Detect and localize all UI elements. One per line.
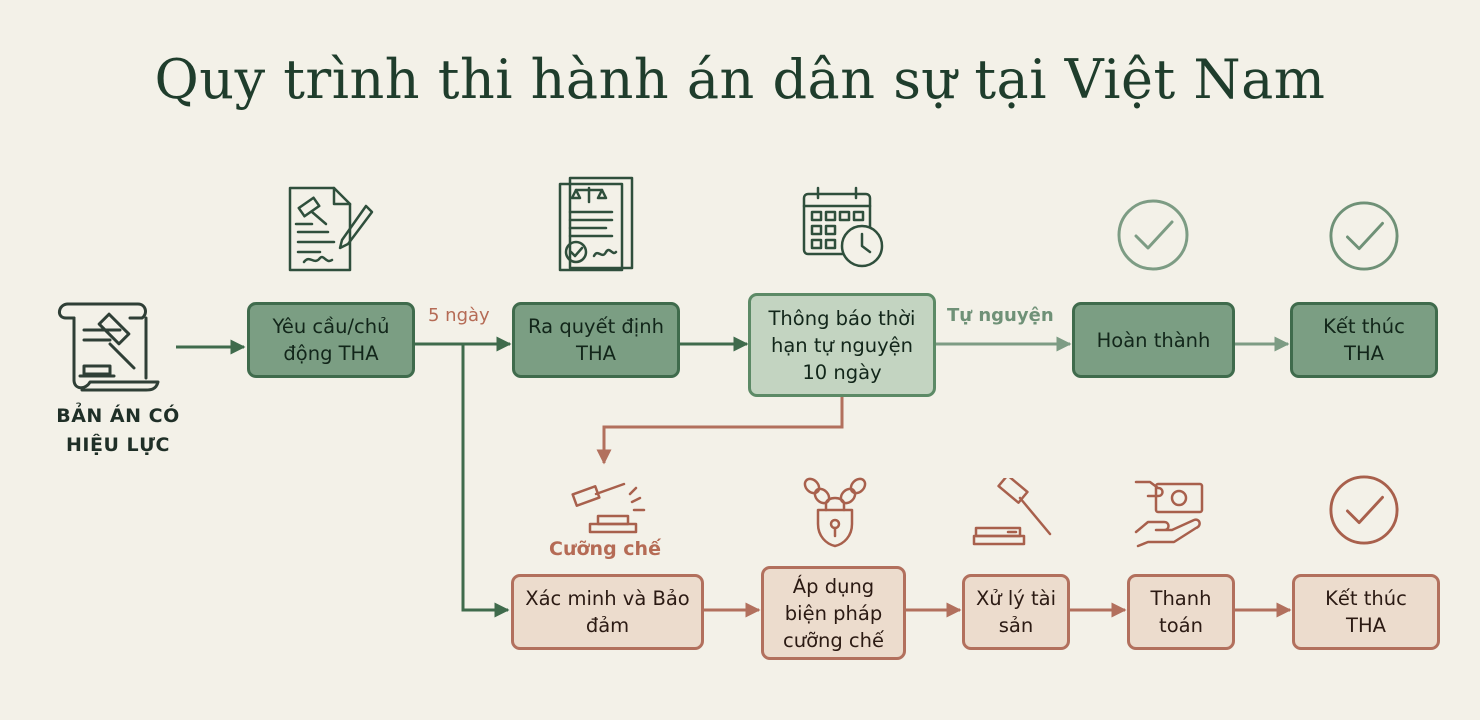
step-complete-box: Hoàn thành: [1072, 302, 1235, 378]
coercion-label: Cưỡng chế: [549, 538, 661, 560]
page-title: Quy trình thi hành án dân sự tại Việt Na…: [154, 48, 1326, 111]
step-complete-label: Hoàn thành: [1096, 328, 1211, 352]
gavel-block-icon: [972, 478, 1052, 546]
arrow-notice-to-coercion: [596, 396, 844, 465]
hand-money-icon: [1134, 480, 1204, 548]
step-notice-box: Thông báo thời hạn tự nguyện 10 ngày: [748, 293, 936, 397]
check-circle-icon: [1329, 201, 1399, 271]
step-assets-label: Xử lý tài sản: [975, 587, 1057, 637]
step-decision-box: Ra quyết định THA: [512, 302, 680, 378]
step-assets-box: Xử lý tài sản: [962, 574, 1070, 650]
check-circle-icon: [1117, 199, 1189, 271]
step-verify-box: Xác minh và Bảo đảm: [511, 574, 704, 650]
step-end-box: Kết thúc THA: [1290, 302, 1438, 378]
chain-padlock-icon: [803, 477, 867, 548]
step-request-box: Yêu cầu/chủ động THA: [247, 302, 415, 378]
step-request-label: Yêu cầu/chủ động THA: [272, 315, 390, 365]
step-payment-label: Thanh toán: [1150, 587, 1212, 637]
edge-label-voluntary: Tự nguyện: [947, 305, 1054, 326]
step-end-bottom-label: Kết thúc THA: [1325, 587, 1407, 637]
calendar-clock-icon: [802, 186, 884, 268]
step-payment-box: Thanh toán: [1127, 574, 1235, 650]
check-circle-icon: [1329, 475, 1399, 545]
step-notice-label: Thông báo thời hạn tự nguyện 10 ngày: [768, 306, 916, 384]
edge-label-5-days: 5 ngày: [428, 305, 490, 326]
scales-document-seal-icon: [558, 176, 634, 272]
start-label: BẢN ÁN CÓ HIỆU LỰC: [56, 405, 180, 456]
gavel-strike-icon: [571, 482, 646, 534]
step-decision-label: Ra quyết định THA: [528, 315, 664, 365]
judgment-scroll-gavel-icon: [58, 302, 160, 392]
step-apply-coercion-box: Áp dụng biện pháp cưỡng chế: [761, 566, 906, 660]
document-gavel-pen-icon: [288, 186, 374, 272]
step-end-bottom-box: Kết thúc THA: [1292, 574, 1440, 650]
step-end-label: Kết thúc THA: [1323, 315, 1405, 365]
arrow-request-to-verify: [461, 344, 510, 618]
step-apply-coercion-label: Áp dụng biện pháp cưỡng chế: [782, 574, 885, 652]
step-verify-label: Xác minh và Bảo đảm: [525, 587, 690, 637]
